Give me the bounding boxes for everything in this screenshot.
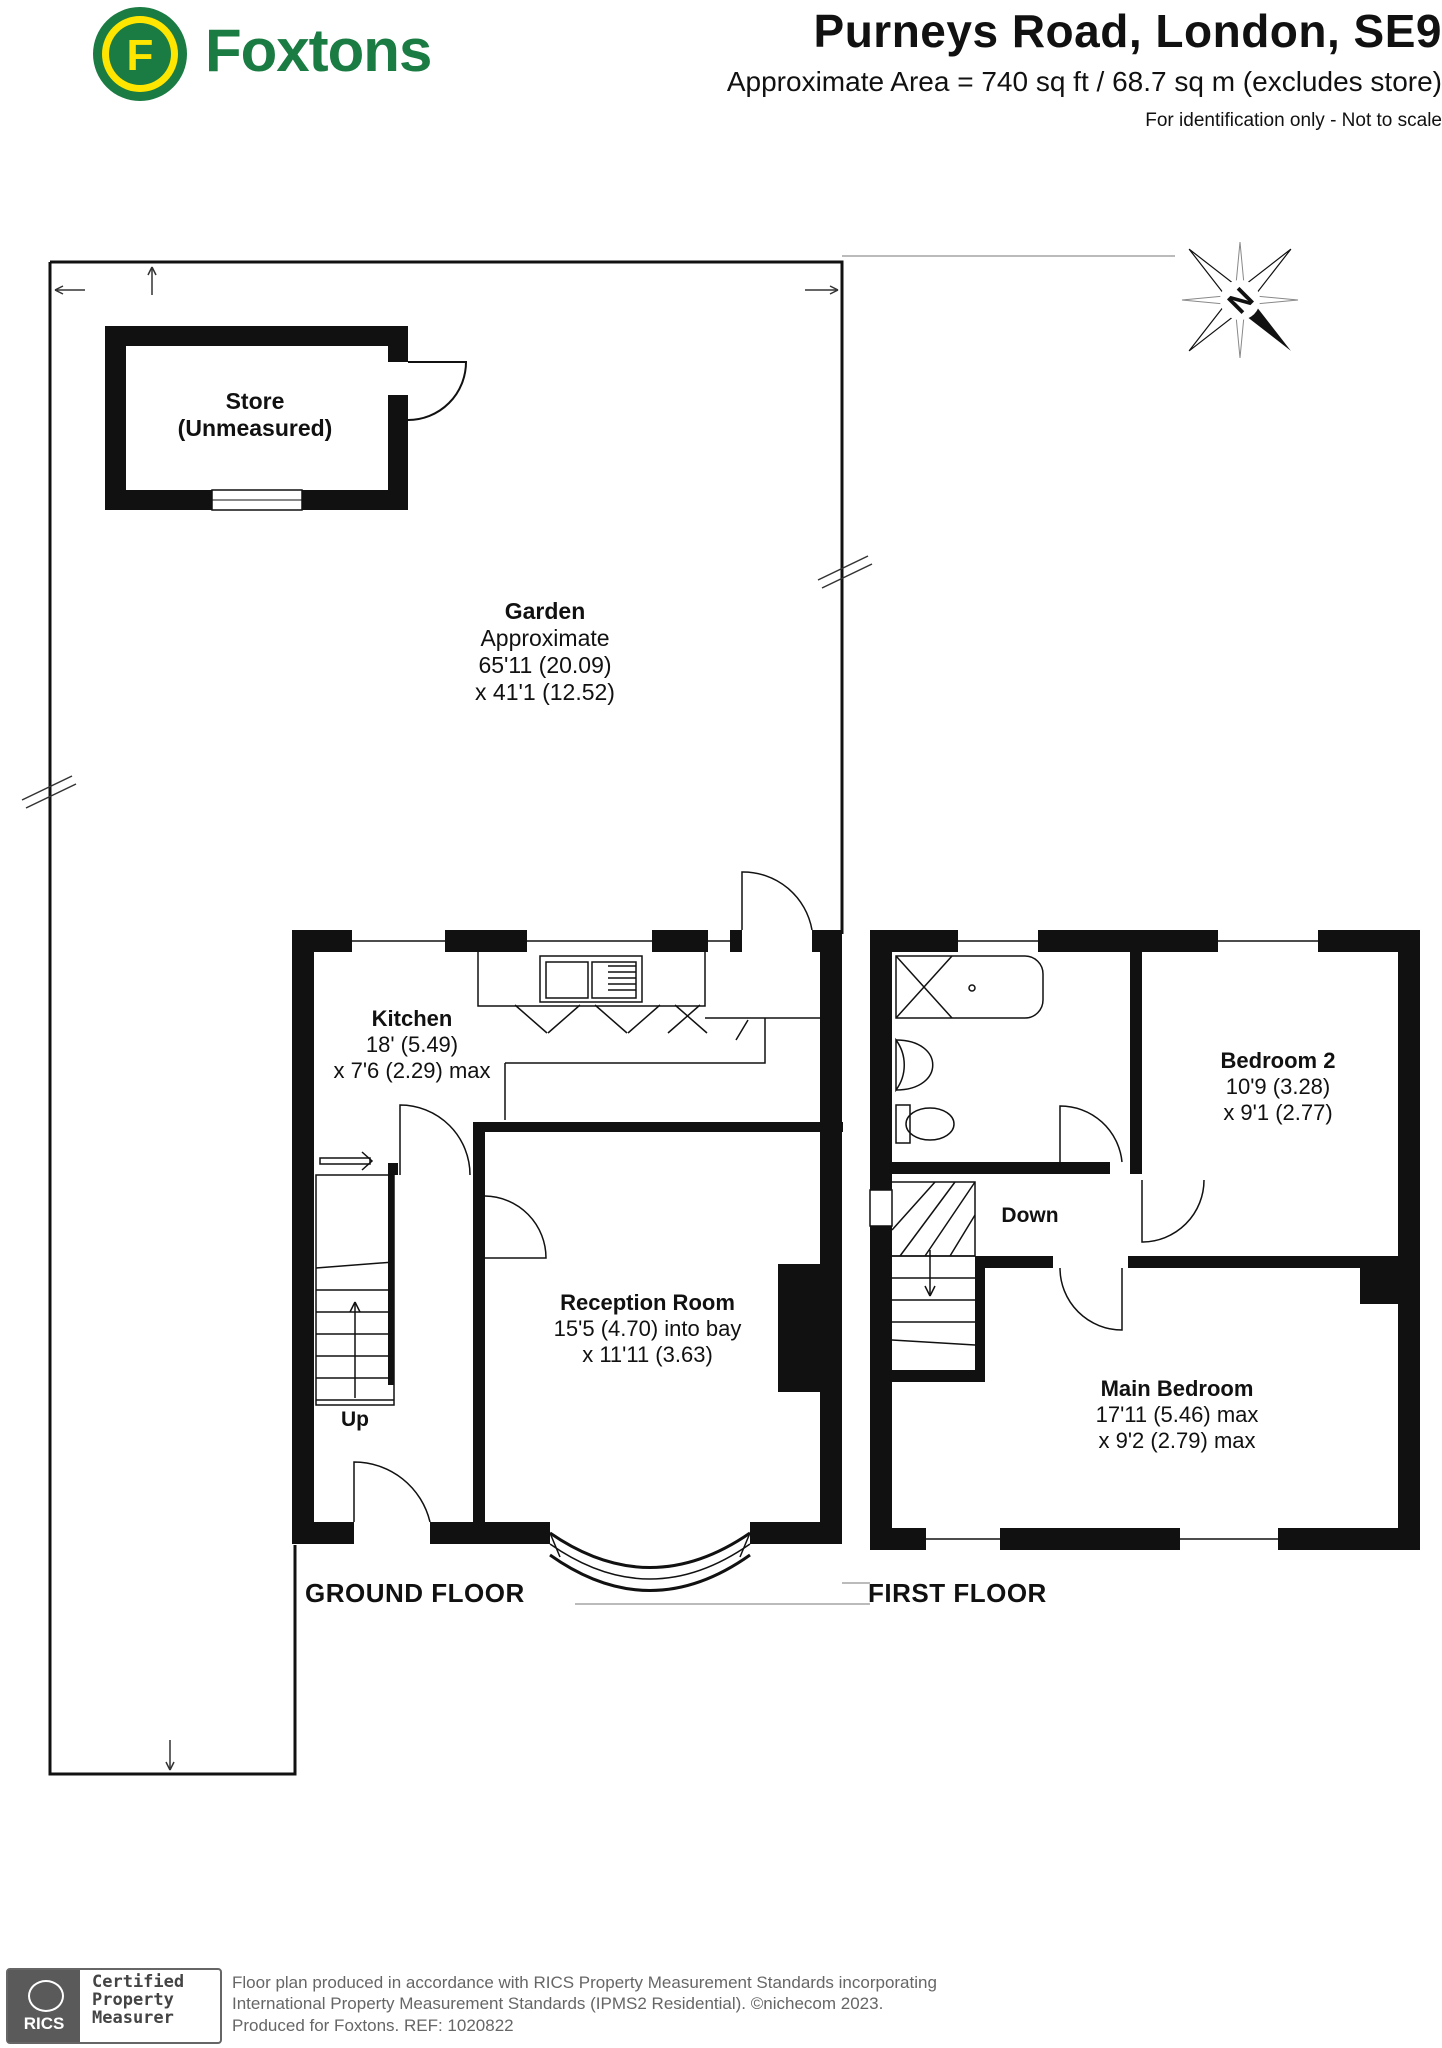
room-label-main-bedroom: Main Bedroom 17'11 (5.46) max x 9'2 (2.7…	[1077, 1376, 1277, 1454]
property-title: Purneys Road, London, SE9	[813, 5, 1442, 57]
store-name: Store	[225, 388, 285, 414]
bedroom-2-width: x 9'1 (2.77)	[1223, 1099, 1333, 1125]
bedroom-2-length: 10'9 (3.28)	[1225, 1073, 1331, 1099]
approximate-area: Approximate Area = 740 sq ft / 68.7 sq m…	[726, 66, 1442, 97]
footer-line-3: Produced for Foxtons. REF: 1020822	[232, 2015, 514, 2035]
rics-word: RICS	[23, 2014, 65, 2033]
reception-name: Reception Room	[560, 1290, 735, 1315]
garden-boundary	[48, 255, 1175, 1776]
reception-length: 15'5 (4.70) into bay	[553, 1315, 742, 1341]
cert-line-1: Certified	[92, 1972, 185, 1992]
room-label-garden: Garden Approximate 65'11 (20.09) x 41'1 …	[420, 598, 670, 707]
dimension-arrows	[21, 266, 873, 1771]
ground-floor-walls	[292, 930, 843, 1544]
rics-logo: RICS	[8, 1970, 80, 2042]
svg-text:F: F	[127, 31, 154, 80]
ground-floor-fittings	[315, 871, 820, 1592]
kitchen-length: 18' (5.49)	[365, 1031, 459, 1057]
logo-wordmark: Foxtons	[205, 17, 432, 84]
cert-line-2: Property	[92, 1989, 174, 2010]
foxtons-logo: F	[90, 4, 430, 104]
store-building	[105, 326, 468, 511]
stairs-up-text: Up	[341, 1408, 369, 1431]
cert-line-3: Measurer	[92, 2007, 174, 2028]
first-floor-fittings	[869, 940, 1318, 1540]
footer-disclaimer: Floor plan produced in accordance with R…	[232, 1972, 937, 2036]
kitchen-width: x 7'6 (2.29) max	[333, 1057, 491, 1083]
room-label-store: Store (Unmeasured)	[155, 388, 355, 442]
reception-width: x 11'11 (3.63)	[582, 1341, 713, 1367]
certified-property-measurer: Certified Property Measurer	[92, 1972, 185, 2028]
scale-note: For identification only - Not to scale	[1145, 110, 1442, 131]
main-bedroom-length: 17'11 (5.46) max	[1095, 1401, 1259, 1427]
first-floor-label: FIRST FLOOR	[868, 1578, 1047, 1608]
room-label-kitchen: Kitchen 18' (5.49) x 7'6 (2.29) max	[312, 1006, 512, 1084]
room-label-reception: Reception Room 15'5 (4.70) into bay x 11…	[525, 1290, 770, 1368]
kitchen-name: Kitchen	[371, 1006, 453, 1031]
garden-length: 65'11 (20.09)	[478, 652, 612, 679]
ground-floor-label: GROUND FLOOR	[305, 1578, 525, 1608]
first-floor-walls	[870, 930, 1420, 1550]
room-label-bedroom-2: Bedroom 2 10'9 (3.28) x 9'1 (2.77)	[1178, 1048, 1378, 1126]
foxtons-logo-icon: F	[93, 7, 187, 101]
garden-width: x 41'1 (12.52)	[475, 679, 615, 706]
rics-certified-badge: RICS Certified Property Measurer	[6, 1968, 222, 2044]
rics-emblem-icon	[28, 1980, 64, 2012]
compass-rose: N	[1181, 241, 1299, 359]
garden-name: Garden	[504, 598, 586, 624]
store-sub: (Unmeasured)	[177, 415, 333, 442]
stairs-down-text: Down	[1001, 1204, 1059, 1227]
stairs-down-label: Down	[990, 1204, 1070, 1229]
bedroom-2-name: Bedroom 2	[1220, 1048, 1336, 1073]
main-bedroom-name: Main Bedroom	[1100, 1376, 1254, 1401]
stairs-up-label: Up	[330, 1408, 380, 1433]
footer-line-2: International Property Measurement Stand…	[232, 1994, 884, 2014]
main-bedroom-width: x 9'2 (2.79) max	[1098, 1427, 1256, 1453]
footer-line-1: Floor plan produced in accordance with R…	[232, 1973, 937, 1992]
garden-note: Approximate	[480, 625, 610, 652]
